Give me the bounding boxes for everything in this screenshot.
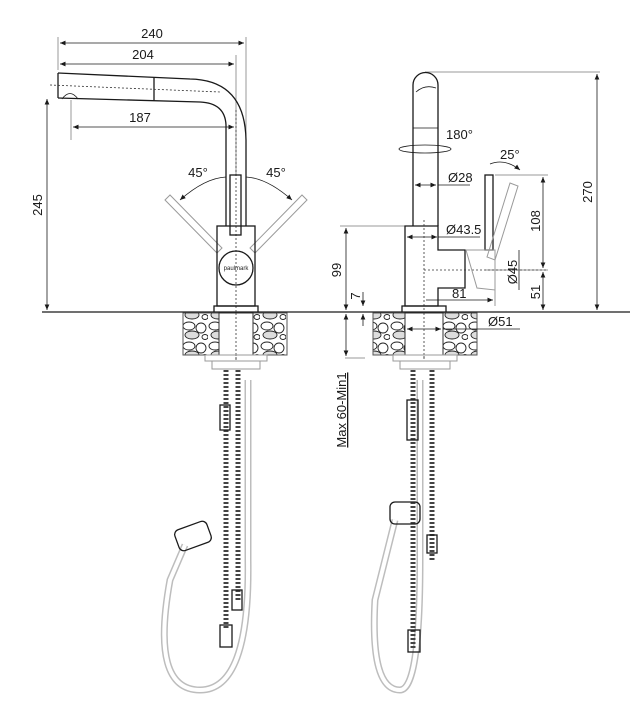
dim-total-reach: 240 (141, 26, 163, 41)
dim-outlet-height: 245 (30, 194, 45, 216)
brand-logo: paulmark (224, 266, 250, 272)
dim-handle-diameter: Ø45 (505, 260, 520, 285)
hose-weight-front (389, 501, 421, 525)
front-view: 180° Ø28 Ø43.5 25° Ø45 81 270 108 51 99 … (329, 71, 600, 694)
dim-handle-offset: 81 (452, 286, 466, 301)
dim-handle-axis-height: 51 (528, 285, 543, 299)
dim-handle-height: 108 (528, 210, 543, 232)
dim-body-height: 99 (329, 263, 344, 277)
dim-outlet-reach: 187 (129, 110, 151, 125)
dim-handle-angle-left: 45° (188, 165, 208, 180)
dim-handle-angle-right: 45° (266, 165, 286, 180)
dim-rotation: 180° (446, 127, 473, 142)
dim-spout-diameter: Ø28 (448, 170, 473, 185)
dim-countertop-thickness: Max 60-Min1 (334, 372, 349, 447)
brand-logo-badge (218, 250, 254, 286)
dim-total-height: 270 (580, 181, 595, 203)
dim-base-ring: 7 (348, 292, 363, 299)
side-view: 240 204 187 245 45° 45° paulmark (30, 26, 308, 694)
dim-body-diameter: Ø43.5 (446, 222, 481, 237)
dim-mount-diameter: Ø51 (488, 314, 513, 329)
dim-spout-reach: 204 (132, 47, 154, 62)
dim-handle-tilt: 25° (500, 147, 520, 162)
hose-weight-side (174, 520, 212, 552)
